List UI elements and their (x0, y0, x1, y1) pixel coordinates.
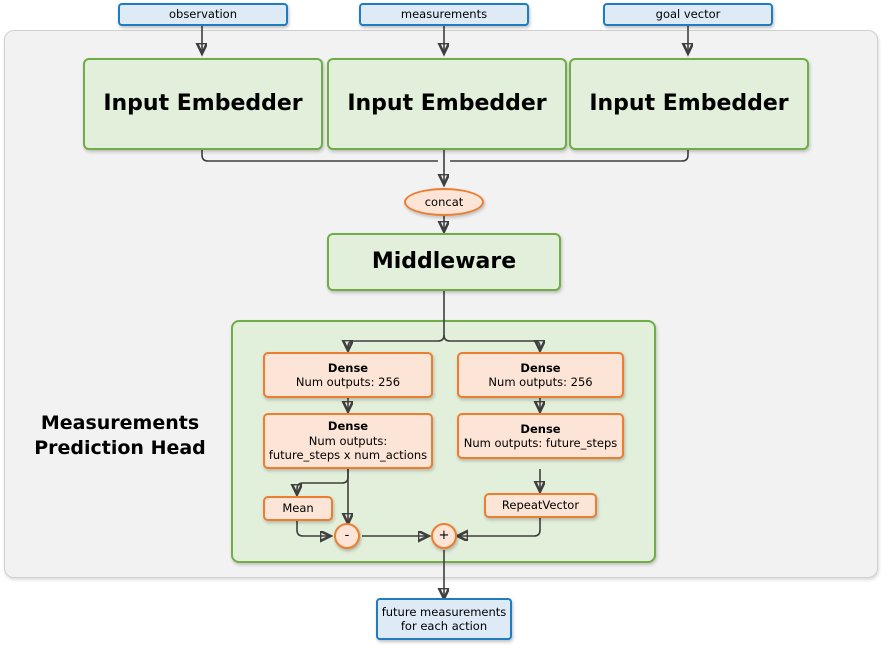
right-dense-steps-title: Dense (520, 421, 561, 436)
input-box-measurements[interactable]: measurements (359, 3, 529, 26)
subtract-operator[interactable]: - (334, 523, 360, 549)
input-box-observation[interactable]: observation (118, 3, 288, 26)
concat-node[interactable]: concat (404, 188, 484, 216)
input-label-measurements: measurements (400, 7, 488, 22)
left-dense-256-detail: Num outputs: 256 (295, 375, 401, 389)
middleware-block[interactable]: Middleware (327, 233, 561, 291)
right-dense-256[interactable]: Dense Num outputs: 256 (457, 352, 624, 398)
input-label-goal-vector: goal vector (655, 7, 721, 22)
right-dense-steps-detail: Num outputs: future_steps (463, 436, 618, 450)
right-dense-256-detail: Num outputs: 256 (488, 375, 593, 389)
repeat-vector-label: RepeatVector (501, 498, 580, 513)
concat-label: concat (424, 194, 464, 209)
right-dense-future-steps[interactable]: Dense Num outputs: future_steps (457, 413, 624, 459)
mean-block[interactable]: Mean (263, 496, 333, 521)
repeat-vector-block[interactable]: RepeatVector (484, 493, 597, 518)
right-dense-256-title: Dense (520, 360, 561, 375)
input-embedder-label: Input Embedder (589, 91, 789, 117)
output-label-line1: future measurements (381, 604, 507, 619)
input-embedder-label: Input Embedder (347, 91, 547, 117)
measurements-prediction-head-title: Measurements Prediction Head (20, 411, 220, 460)
add-symbol: + (438, 527, 450, 543)
left-dense-future-steps-actions[interactable]: Dense Num outputs: future_steps x num_ac… (263, 413, 433, 469)
input-embedder-observation[interactable]: Input Embedder (83, 58, 323, 150)
head-title-line2: Prediction Head (34, 436, 206, 459)
input-embedder-label: Input Embedder (103, 91, 303, 117)
input-embedder-measurements[interactable]: Input Embedder (327, 58, 567, 150)
left-dense-actions-detail1: Num outputs: (308, 433, 388, 448)
mean-label: Mean (282, 501, 314, 516)
head-title-line1: Measurements (40, 412, 200, 434)
left-dense-actions-detail2: future_steps x num_actions (268, 448, 428, 463)
add-operator[interactable]: + (431, 523, 457, 549)
input-box-goal-vector[interactable]: goal vector (603, 3, 773, 26)
subtract-symbol: - (344, 527, 350, 543)
middleware-label: Middleware (371, 249, 517, 275)
left-dense-256[interactable]: Dense Num outputs: 256 (263, 352, 433, 398)
left-dense-256-title: Dense (327, 360, 369, 375)
output-label-line2: for each action (400, 619, 488, 633)
input-embedder-goal-vector[interactable]: Input Embedder (569, 58, 809, 150)
left-dense-actions-title: Dense (327, 419, 369, 434)
input-label-observation: observation (168, 7, 237, 22)
output-box-future-measurements[interactable]: future measurements for each action (376, 598, 512, 640)
